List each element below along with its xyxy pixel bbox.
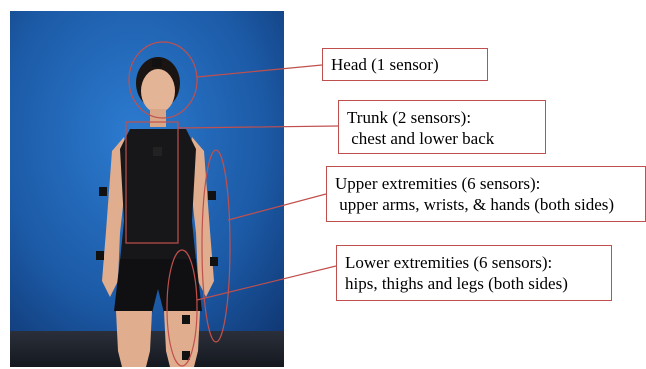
sensor-wrist-right	[210, 257, 218, 266]
lower-extremities-label-title: Lower extremities (6 sensors):	[345, 252, 603, 273]
sensor-wrist-left	[96, 251, 104, 260]
upper-extremities-label: Upper extremities (6 sensors): upper arm…	[326, 166, 646, 222]
sensor-thigh-right	[182, 315, 190, 324]
upper-extremities-label-detail: upper arms, wrists, & hands (both sides)	[335, 194, 637, 215]
trunk-label-detail: chest and lower back	[347, 128, 537, 149]
trunk-label-title: Trunk (2 sensors):	[347, 107, 537, 128]
sensor-chest	[153, 147, 162, 156]
sensor-upper-arm-right	[208, 191, 216, 200]
head-label: Head (1 sensor)	[322, 48, 488, 81]
head-label-text: Head (1 sensor)	[331, 54, 479, 75]
upper-extremities-label-title: Upper extremities (6 sensors):	[335, 173, 637, 194]
trunk-label: Trunk (2 sensors): chest and lower back	[338, 100, 546, 154]
lower-extremities-label: Lower extremities (6 sensors): hips, thi…	[336, 245, 612, 301]
sensor-leg-right	[182, 351, 190, 360]
sensor-upper-arm-left	[99, 187, 107, 196]
subject-photo	[10, 11, 284, 367]
sensor-head	[152, 59, 162, 67]
lower-extremities-label-detail: hips, thighs and legs (both sides)	[345, 273, 603, 294]
